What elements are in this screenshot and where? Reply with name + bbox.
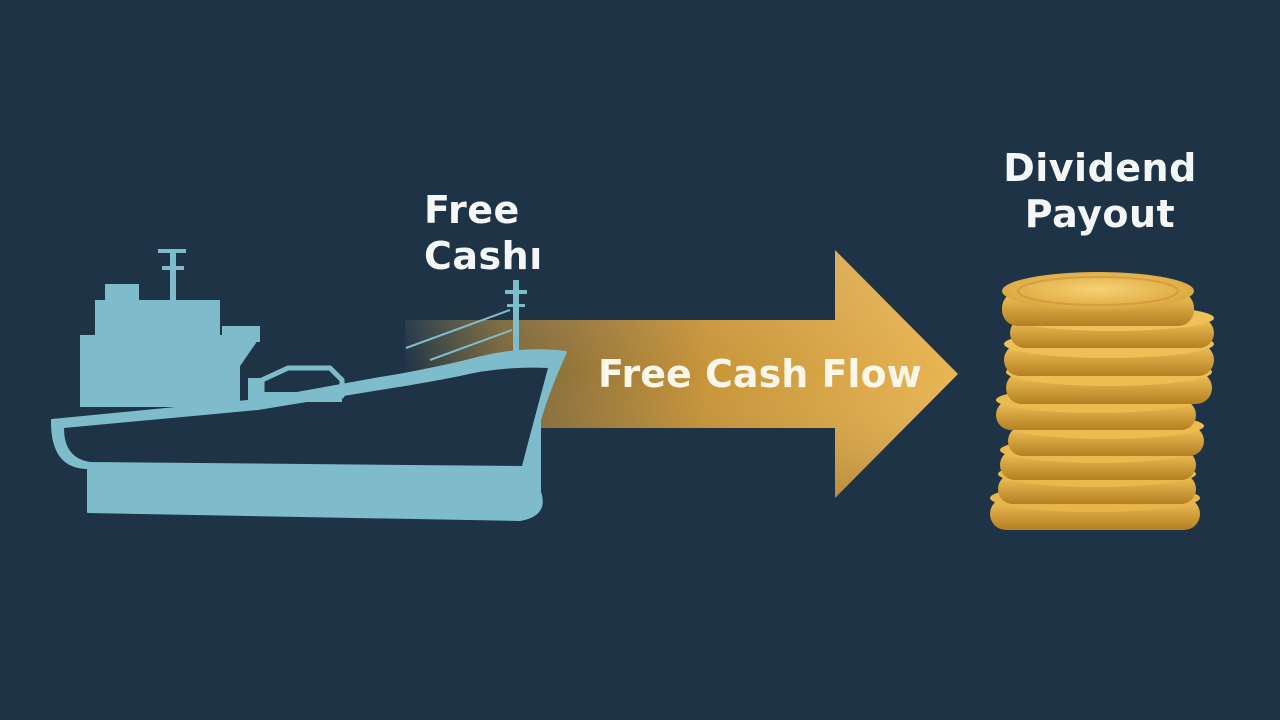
ship-label-line2: Cashı [424,233,543,278]
flow-label: Free Cash Flow [598,352,922,396]
ship-icon [51,249,567,521]
coin-stack-icon [990,272,1214,530]
payout-label: Dividend Payout [990,146,1210,237]
ship-label: Free Cashı [424,188,594,279]
arrow-icon [405,250,958,498]
ship-label-line1: Free [424,188,520,232]
payout-label-line1: Dividend [1003,146,1197,190]
payout-label-line2: Payout [1024,191,1176,236]
